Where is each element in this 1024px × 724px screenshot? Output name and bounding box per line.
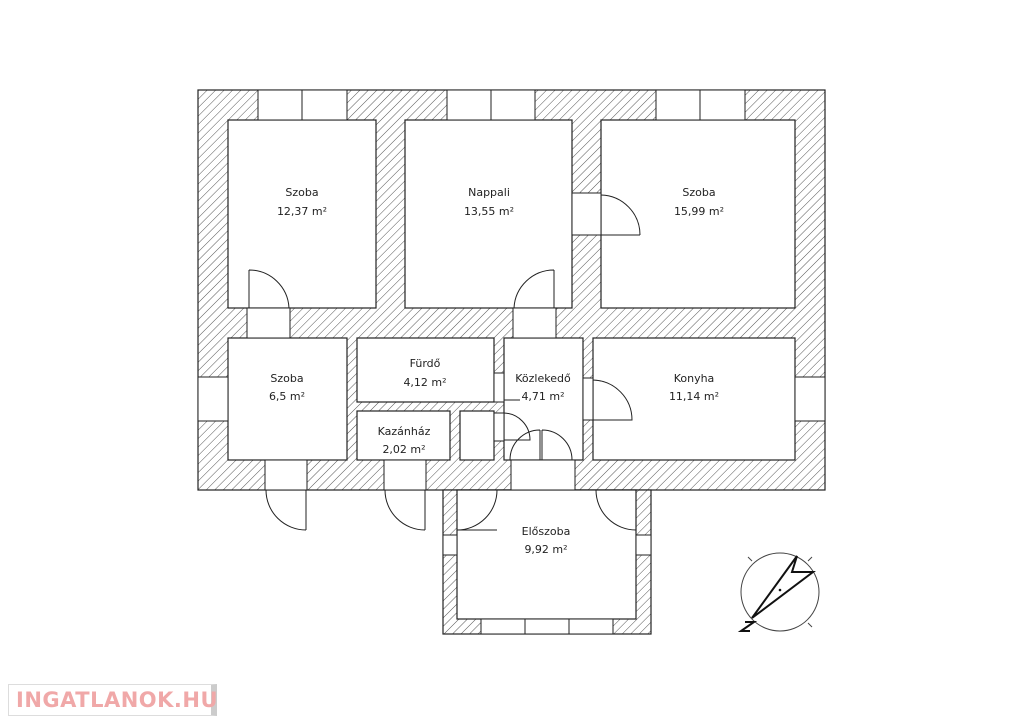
room-area: 13,55 m²	[464, 205, 514, 218]
room-name: Kazánház	[378, 425, 431, 438]
door-swings	[248, 194, 641, 531]
room-name: Szoba	[270, 372, 303, 385]
room-name: Konyha	[674, 372, 715, 385]
room-name: Közlekedő	[515, 372, 571, 385]
room-name: Előszoba	[522, 525, 571, 538]
room-eloszoba	[456, 489, 637, 620]
door-openings	[246, 192, 602, 491]
room-szoba-3	[227, 337, 348, 461]
north-label	[737, 621, 758, 632]
room-name: Fürdő	[410, 357, 441, 370]
room-area: 4,71 m²	[521, 390, 564, 403]
room-area: 2,02 m²	[382, 443, 425, 456]
logo-text: INGATLANOK.HU	[16, 688, 219, 712]
room-name: Szoba	[682, 186, 715, 199]
room-area: 6,5 m²	[269, 390, 305, 403]
room-storage	[459, 410, 495, 461]
room-name: Nappali	[468, 186, 510, 199]
room-nappali	[404, 119, 573, 309]
room-area: 15,99 m²	[674, 205, 724, 218]
room-furdo	[356, 337, 495, 403]
compass-icon	[737, 552, 820, 632]
room-area: 4,12 m²	[403, 376, 446, 389]
windows	[197, 89, 826, 635]
room-name: Szoba	[285, 186, 318, 199]
room-area: 9,92 m²	[524, 543, 567, 556]
room-area: 11,14 m²	[669, 390, 719, 403]
room-area: 12,37 m²	[277, 205, 327, 218]
room-szoba-2	[600, 119, 796, 309]
logo: INGATLANOK.HU	[8, 684, 219, 716]
